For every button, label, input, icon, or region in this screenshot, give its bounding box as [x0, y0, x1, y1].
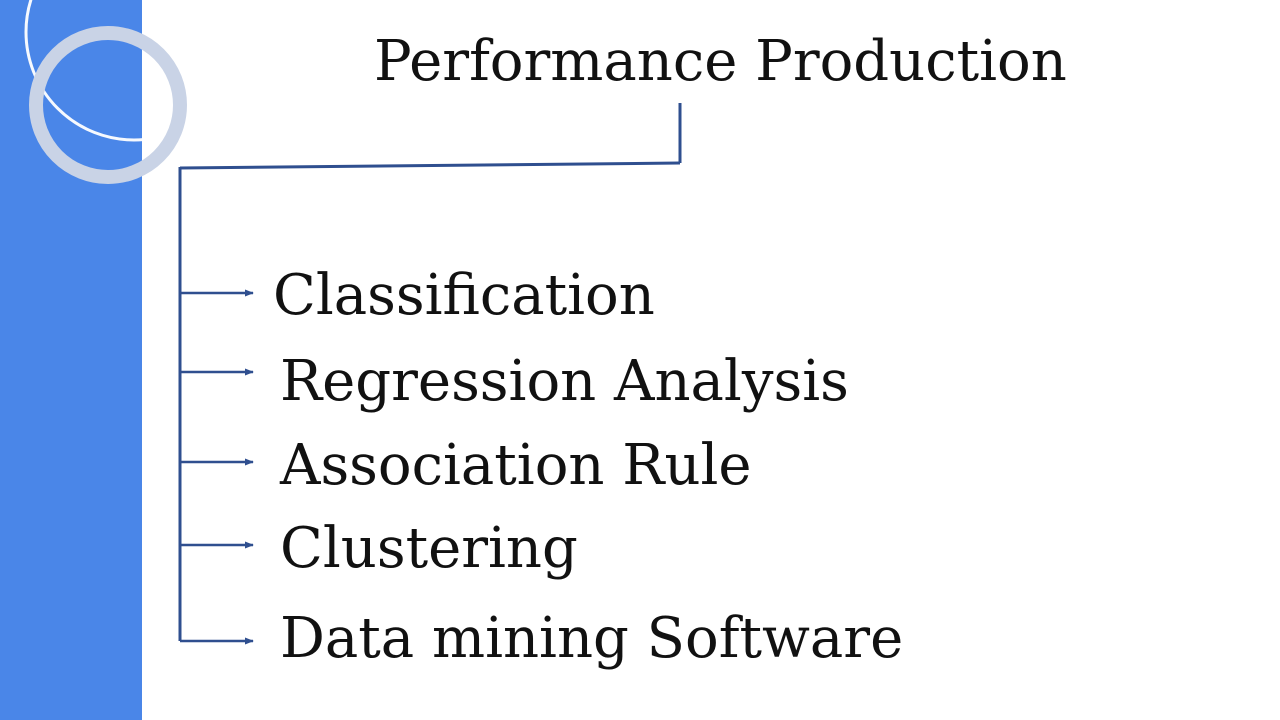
slide-title: Performance Production	[374, 29, 1067, 94]
item-data-mining-software: Data mining Software	[280, 606, 904, 671]
horizontal-bracket-line	[179, 161, 681, 170]
item-clustering: Clustering	[280, 516, 578, 581]
item-association-rule: Association Rule	[280, 433, 752, 498]
item-classification: Classification	[273, 263, 655, 328]
item-regression-analysis: Regression Analysis	[280, 349, 849, 414]
